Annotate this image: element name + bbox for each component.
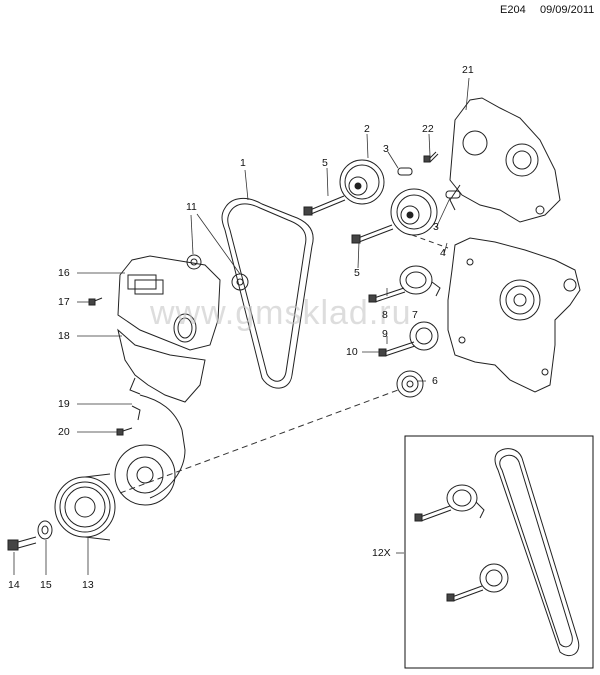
bolt-17 bbox=[88, 297, 103, 306]
cam-axis-line bbox=[411, 234, 449, 249]
crank-axis-line bbox=[119, 389, 399, 494]
callout-8: 8 bbox=[382, 309, 388, 321]
callout-9: 9 bbox=[382, 328, 388, 340]
callout-10: 10 bbox=[346, 346, 358, 358]
idler-pulley-9 bbox=[378, 321, 439, 357]
sprocket-bolts-5 bbox=[303, 195, 394, 244]
inset-12x-box bbox=[404, 435, 594, 669]
washer-15 bbox=[37, 520, 53, 540]
engine-block-oil-pump bbox=[447, 237, 581, 393]
bolt-22 bbox=[423, 151, 439, 163]
callout-19: 19 bbox=[58, 398, 70, 410]
front-timing-cover bbox=[117, 255, 221, 351]
callout-12x: 12X bbox=[372, 547, 391, 559]
camshaft-sprocket-upper bbox=[339, 159, 385, 205]
callout-3-lower: 3 bbox=[433, 221, 439, 233]
leader-lines bbox=[13, 77, 470, 575]
camshaft-sprocket-lower bbox=[390, 188, 438, 236]
callout-20: 20 bbox=[58, 426, 70, 438]
crank-bolt-14 bbox=[7, 536, 37, 551]
diagram-date: 09/09/2011 bbox=[540, 4, 595, 16]
callout-7: 7 bbox=[412, 309, 418, 321]
timing-belt bbox=[221, 198, 314, 389]
callout-5-lower: 5 bbox=[354, 267, 360, 279]
callout-4: 4 bbox=[440, 247, 446, 259]
callout-21: 21 bbox=[462, 64, 474, 76]
callout-11: 11 bbox=[186, 201, 197, 213]
seal-plate bbox=[116, 394, 186, 499]
tensioner-pulley-7 bbox=[368, 265, 441, 303]
callout-3-upper: 3 bbox=[383, 143, 389, 155]
callout-16: 16 bbox=[58, 267, 70, 279]
diagram-code: E204 bbox=[500, 4, 526, 16]
lower-timing-cover bbox=[117, 328, 206, 403]
rear-timing-cover bbox=[449, 97, 561, 223]
callout-5-upper: 5 bbox=[322, 157, 328, 169]
callout-13: 13 bbox=[82, 579, 94, 591]
callout-14: 14 bbox=[8, 579, 20, 591]
crankshaft-seal-housing bbox=[114, 444, 176, 506]
callout-15: 15 bbox=[40, 579, 52, 591]
watermark-text: www.gmsklad.ru bbox=[150, 294, 412, 332]
callout-2: 2 bbox=[364, 123, 370, 135]
crankshaft-pulley bbox=[54, 473, 116, 541]
callout-18: 18 bbox=[58, 330, 70, 342]
crankshaft-sprocket-6 bbox=[396, 370, 424, 398]
callout-17: 17 bbox=[58, 296, 70, 308]
callout-22: 22 bbox=[422, 123, 434, 135]
dowel-pins-3 bbox=[397, 167, 461, 199]
callout-1: 1 bbox=[240, 157, 246, 169]
callout-6: 6 bbox=[432, 375, 438, 387]
